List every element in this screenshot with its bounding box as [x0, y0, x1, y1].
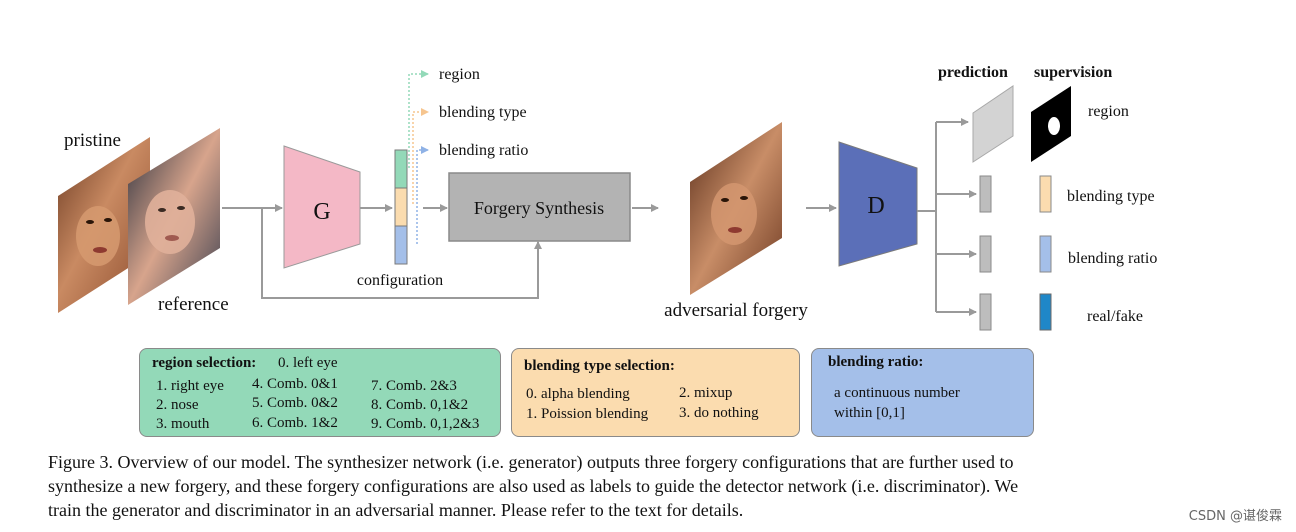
caption-line: synthesize a new forgery, and these forg… — [48, 476, 1019, 496]
config-blending-ratio-label: blending ratio — [439, 142, 528, 159]
prediction-real-fake-bar — [979, 293, 992, 331]
config-region-label: region — [439, 66, 480, 83]
config-blending-type-connector — [412, 108, 429, 204]
blending-ratio-title: blending ratio: — [828, 354, 924, 370]
blending-type-option: 0. alpha blending — [526, 386, 630, 402]
region-selection-title: region selection: — [152, 355, 257, 371]
caption-line: Figure 3. Overview of our model. The syn… — [48, 452, 1014, 472]
output-blending-ratio-label: blending ratio — [1068, 250, 1157, 267]
supervision-header: supervision — [1034, 64, 1112, 81]
blending-ratio-description: within [0,1] — [834, 405, 905, 421]
region-option: 5. Comb. 0&2 — [252, 395, 338, 411]
pristine-label: pristine — [64, 130, 121, 151]
output-real-fake-label: real/fake — [1087, 308, 1143, 325]
config-blending-ratio-cell — [394, 225, 408, 265]
blending-type-option: 2. mixup — [679, 385, 733, 401]
generator-block — [283, 145, 361, 269]
figure-caption: Figure 3. Overview of our model. The syn… — [48, 450, 1168, 522]
configuration-label: configuration — [357, 272, 443, 289]
reference-face-image — [128, 128, 220, 305]
generator-label: G — [313, 199, 330, 225]
region-option: 9. Comb. 0,1,2&3 — [371, 416, 480, 432]
config-region-connector — [408, 70, 429, 168]
blending-type-option: 1. Poission blending — [526, 406, 649, 422]
config-blending-type-label: blending type — [439, 104, 527, 121]
region-option: 7. Comb. 2&3 — [371, 378, 457, 394]
output-blending-type-label: blending type — [1067, 188, 1155, 205]
forgery-synthesis-block — [448, 172, 631, 242]
input-to-synthesis-arrow — [261, 208, 542, 299]
region-option: 2. nose — [156, 397, 199, 413]
config-region-cell — [394, 149, 408, 189]
discriminator-block — [838, 141, 918, 267]
region-option: 8. Comb. 0,1&2 — [371, 397, 469, 413]
supervision-region-mask — [1031, 86, 1071, 162]
region-option: 1. right eye — [156, 378, 224, 394]
reference-label: reference — [158, 294, 229, 315]
pristine-face-image — [58, 137, 150, 313]
blending-ratio-legend: blending ratio: a continuous number with… — [811, 348, 1034, 437]
region-option: 4. Comb. 0&1 — [252, 376, 338, 392]
supervision-real-fake-bar — [1039, 293, 1052, 331]
output-region-label: region — [1088, 103, 1129, 120]
blending-ratio-description: a continuous number — [834, 385, 960, 401]
supervision-blending-type-bar — [1039, 175, 1052, 213]
adversarial-forgery-image — [690, 122, 782, 295]
blending-type-legend: blending type selection: 0. alpha blendi… — [511, 348, 800, 437]
discriminator-label: D — [867, 193, 884, 219]
watermark: CSDN @谌俊霖 — [1188, 509, 1282, 524]
forgery-synthesis-label: Forgery Synthesis — [474, 198, 604, 218]
adversarial-forgery-label: adversarial forgery — [664, 300, 808, 321]
caption-line: train the generator and discriminator in… — [48, 500, 744, 520]
prediction-header: prediction — [938, 64, 1008, 81]
config-blending-ratio-connector — [416, 146, 429, 244]
prediction-blending-ratio-bar — [979, 235, 992, 273]
supervision-blending-ratio-bar — [1039, 235, 1052, 273]
region-option: 3. mouth — [156, 416, 210, 432]
region-option: 6. Comb. 1&2 — [252, 415, 338, 431]
prediction-blending-type-bar — [979, 175, 992, 213]
region-option: 0. left eye — [278, 355, 338, 371]
model-overview-diagram: pristine reference G configuration regio… — [58, 64, 1157, 331]
prediction-region-map — [972, 85, 1014, 163]
blending-type-option: 3. do nothing — [679, 405, 759, 421]
blending-type-title: blending type selection: — [524, 358, 675, 374]
region-selection-legend: region selection: 0. left eye 1. right e… — [139, 348, 501, 437]
config-blending-type-cell — [394, 187, 408, 227]
